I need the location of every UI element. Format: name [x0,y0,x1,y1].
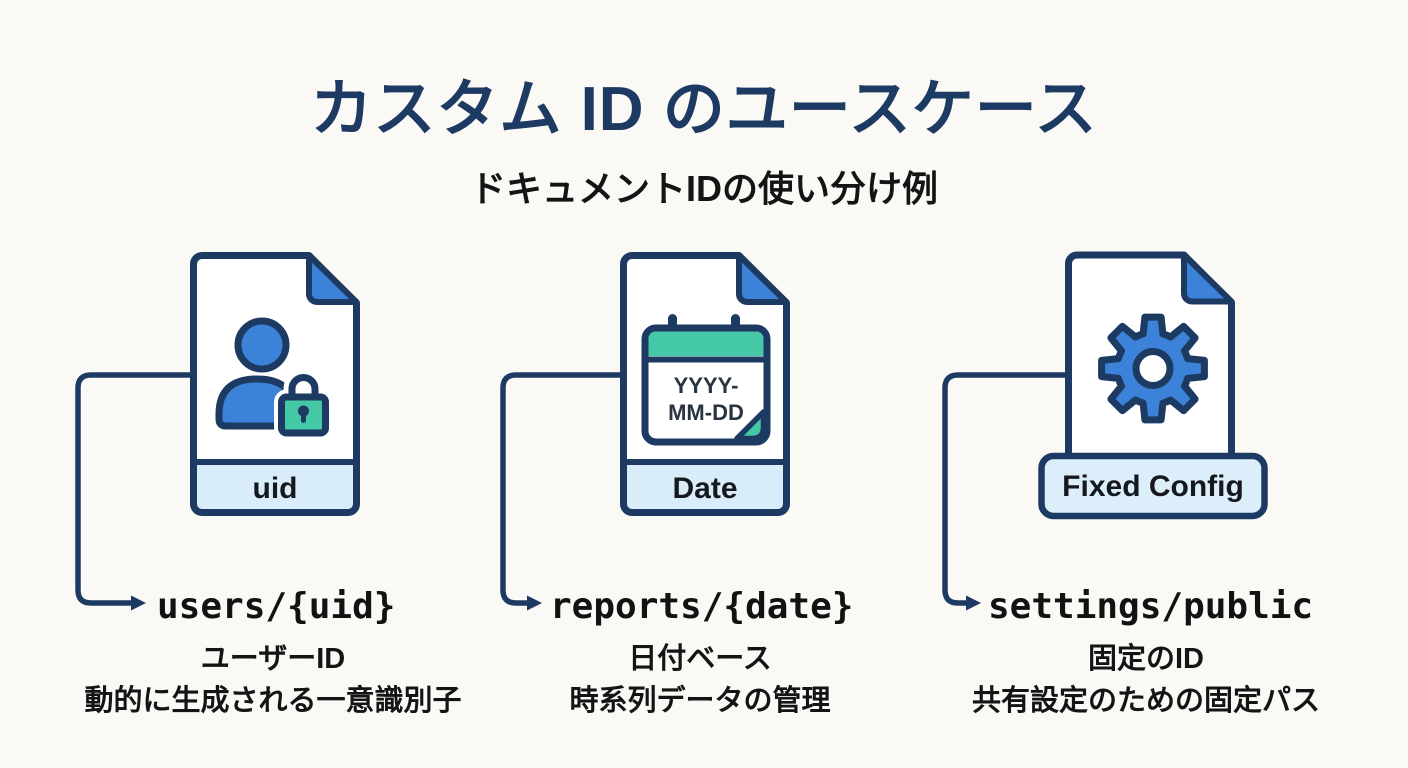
page-title: カスタム ID のユースケース [310,75,1098,144]
lock-icon [274,369,333,441]
calendar-text-line1: YYYY- [674,373,739,398]
fixed-config-badge [1038,452,1268,520]
folded-corner-icon [1181,252,1235,305]
document-id-label: Date [672,472,737,505]
description-date-base: 日付ベース 時系列データの管理 [480,638,920,722]
path-code-users: users/{uid} [157,586,396,627]
description-line2: 共有設定のための固定パス [971,685,1320,717]
document-id-label: uid [253,472,298,505]
folded-corner-icon [306,252,360,305]
calendar-document-icon: YYYY- MM-DD Date [620,252,790,516]
calendar-text-line2: MM-DD [668,400,744,425]
gear-icon [1098,313,1208,424]
gear-document-icon: Fixed Config [1038,251,1268,520]
description-user-id: ユーザーID 動的に生成される一意識別子 [53,638,493,722]
document-label-band [193,462,357,513]
folded-corner-icon [736,252,790,305]
connector-arrow-2 [500,372,623,606]
path-code-reports: reports/{date} [550,586,854,627]
path-code-settings: settings/public [988,586,1314,627]
description-line2: 時系列データの管理 [569,685,831,717]
page-subtitle: ドキュメントIDの使い分け例 [469,168,938,209]
arrowhead-icon [131,595,146,611]
arrowhead-icon [527,595,542,611]
description-line1: 日付ベース [628,643,772,675]
calendar-icon: YYYY- MM-DD [641,314,771,446]
calendar-folded-corner [734,409,767,442]
description-line1: ユーザーID [200,643,346,675]
arrowhead-icon [966,595,981,611]
document-label-band [623,462,787,513]
document-id-label: Fixed Config [1062,470,1244,503]
description-fixed-id: 固定のID 共有設定のための固定パス [926,638,1366,722]
user-lock-document-icon: uid [190,252,360,516]
description-line1: 固定のID [1087,643,1204,675]
connector-arrow-3 [942,372,1068,606]
connector-arrow-1 [75,372,193,606]
description-line2: 動的に生成される一意識別子 [84,685,462,717]
document-outline [620,252,790,516]
document-outline [190,252,360,516]
document-outline [1065,251,1235,484]
